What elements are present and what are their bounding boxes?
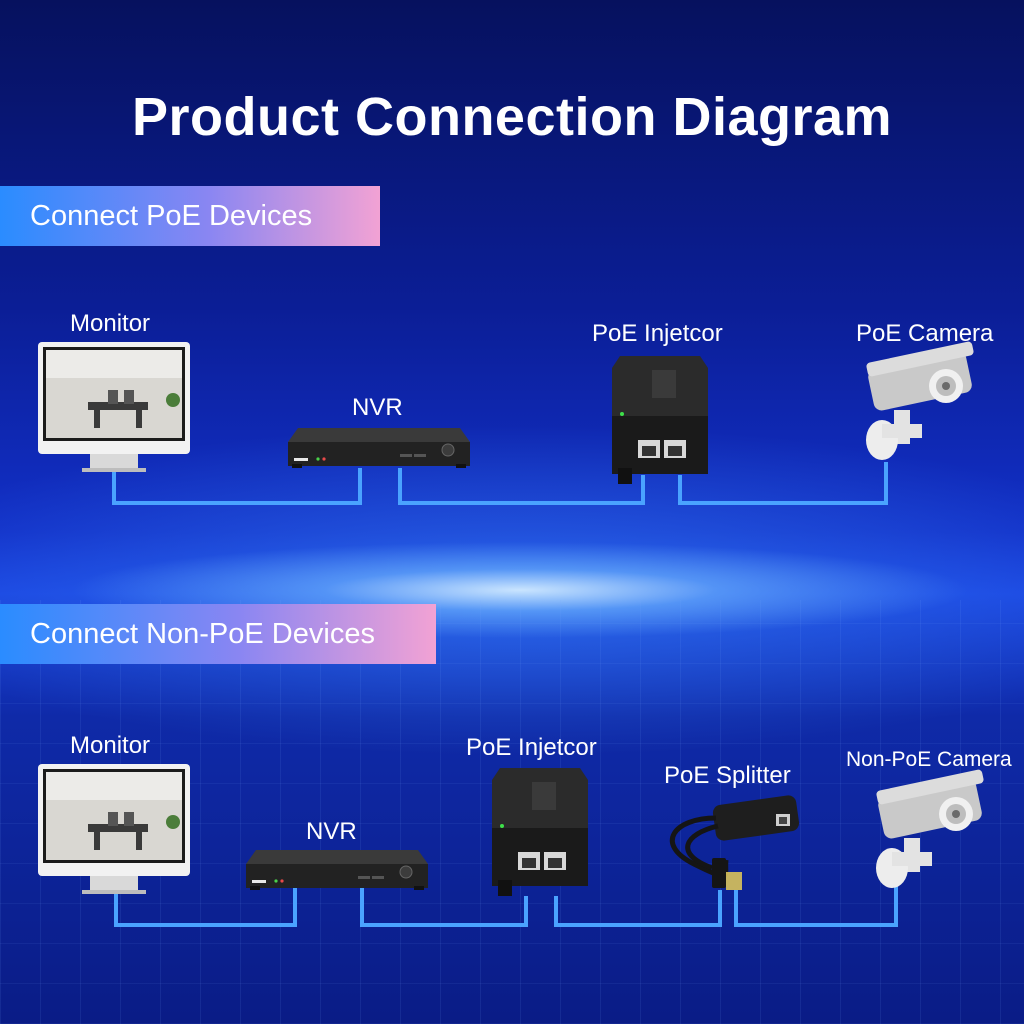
poe-injector-icon	[492, 768, 588, 896]
label-nvr: NVR	[306, 818, 357, 845]
label-nvr: NVR	[352, 394, 403, 421]
monitor-icon	[38, 342, 190, 472]
cable-splitter-camera	[734, 884, 898, 927]
diagram-title: Product Connection Diagram	[131, 87, 893, 147]
section-banner-non-poe: Connect Non-PoE Devices	[0, 604, 436, 664]
cable-monitor-nvr	[114, 888, 297, 927]
label-monitor: Monitor	[70, 310, 151, 337]
label-camera: Non-PoE Camera	[846, 748, 1012, 771]
nvr-icon	[288, 428, 470, 468]
nvr-icon	[246, 850, 428, 890]
label-injector: PoE Injetcor	[592, 320, 723, 347]
section-banner-poe: Connect PoE Devices	[0, 186, 380, 246]
poe-splitter-icon	[669, 795, 800, 890]
label-injector: PoE Injetcor	[466, 734, 597, 761]
cable-injector-camera	[678, 462, 888, 505]
camera-icon	[866, 341, 974, 460]
cable-monitor-nvr	[112, 468, 362, 505]
cable-injector-splitter	[554, 890, 722, 927]
section-heading: Connect PoE Devices	[30, 199, 313, 232]
poe-injector-icon	[612, 356, 708, 484]
camera-icon	[876, 769, 984, 888]
label-splitter: PoE Splitter	[664, 762, 791, 789]
cable-nvr-injector	[398, 468, 645, 505]
label-monitor: Monitor	[70, 732, 151, 759]
cable-nvr-injector	[360, 888, 528, 927]
monitor-icon	[38, 764, 190, 894]
section-heading: Connect Non-PoE Devices	[30, 617, 375, 650]
